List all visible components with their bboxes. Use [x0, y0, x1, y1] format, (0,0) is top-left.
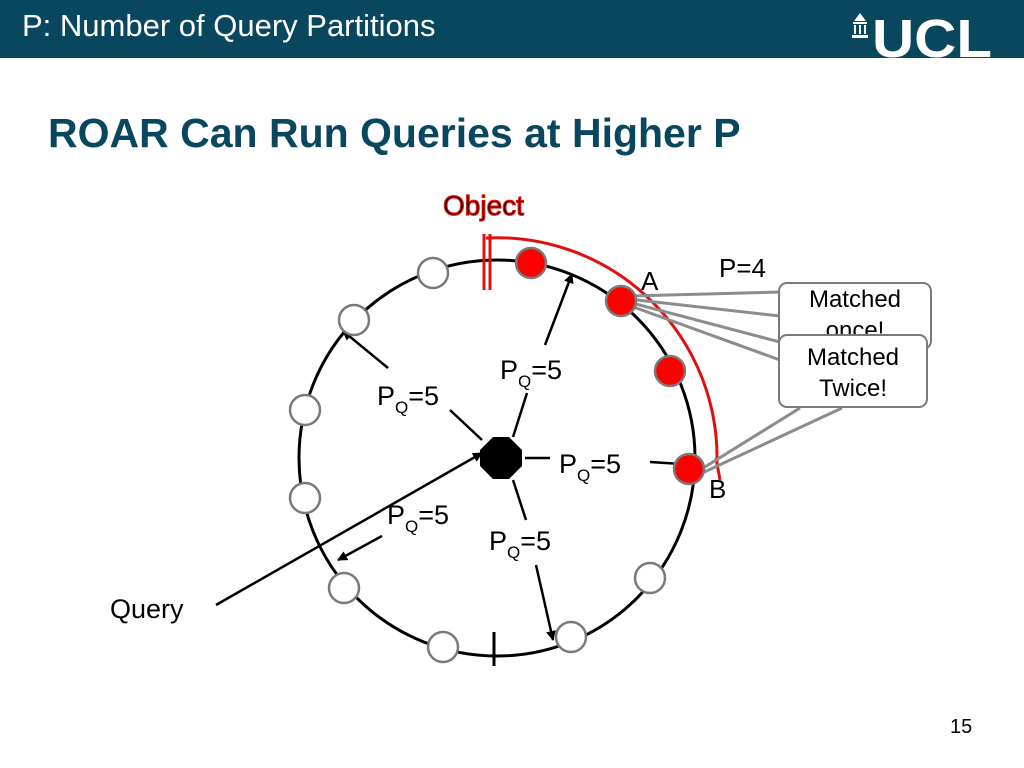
empty-node — [288, 481, 322, 515]
empty-node — [327, 571, 361, 605]
matched-nodes — [514, 246, 706, 486]
callout-line: Matched — [808, 286, 902, 313]
callout-matched-twice: Matched Twice! — [778, 334, 928, 408]
empty-nodes — [288, 256, 667, 664]
empty-node — [337, 303, 371, 337]
matched-node — [514, 246, 548, 280]
partition-arrow — [342, 330, 389, 369]
point-a-label: A — [641, 266, 659, 296]
matched-node-b — [672, 452, 706, 486]
query-pointer-line — [215, 451, 483, 607]
empty-node — [288, 393, 322, 427]
header-title: P: Number of Query Partitions — [22, 8, 436, 43]
query-source-octagon — [480, 437, 522, 479]
partition-label: PQ=5 — [377, 381, 439, 417]
empty-node — [554, 620, 588, 654]
p-label: P=4 — [719, 253, 766, 283]
object-end-marker — [714, 457, 722, 481]
partition-arrow — [511, 479, 528, 521]
object-range-arc — [485, 236, 719, 463]
query-label: Query — [110, 594, 184, 624]
partition-label: PQ=5 — [387, 500, 449, 536]
callout-line: Twice! — [818, 375, 887, 402]
slide-title: ROAR Can Run Queries at Higher P — [48, 110, 741, 156]
object-label: Object — [443, 190, 524, 221]
partition-arrow — [511, 392, 529, 438]
partition-label: PQ=5 — [489, 526, 551, 562]
empty-node — [416, 256, 450, 290]
partition-label: PQ=5 — [559, 449, 621, 485]
partition-arrow — [337, 534, 383, 562]
header-bar: P: Number of Query Partitions UCL — [0, 0, 1024, 58]
point-b-label: B — [709, 474, 726, 504]
partition-arrow — [534, 564, 556, 641]
ucl-logo: UCL — [852, 10, 992, 58]
callout-line: Matched — [806, 344, 900, 371]
partition-label: PQ=5 — [500, 355, 562, 391]
empty-node — [426, 630, 460, 664]
page-number: 15 — [950, 716, 973, 738]
ucl-logo-text: UCL — [872, 10, 992, 58]
callout-connectors — [627, 290, 843, 476]
empty-node — [633, 561, 667, 595]
partition-arrow — [543, 273, 574, 346]
partition-arrow — [449, 409, 483, 441]
portico-icon — [852, 13, 868, 38]
matched-node — [653, 354, 687, 388]
matched-node-a — [604, 284, 638, 318]
